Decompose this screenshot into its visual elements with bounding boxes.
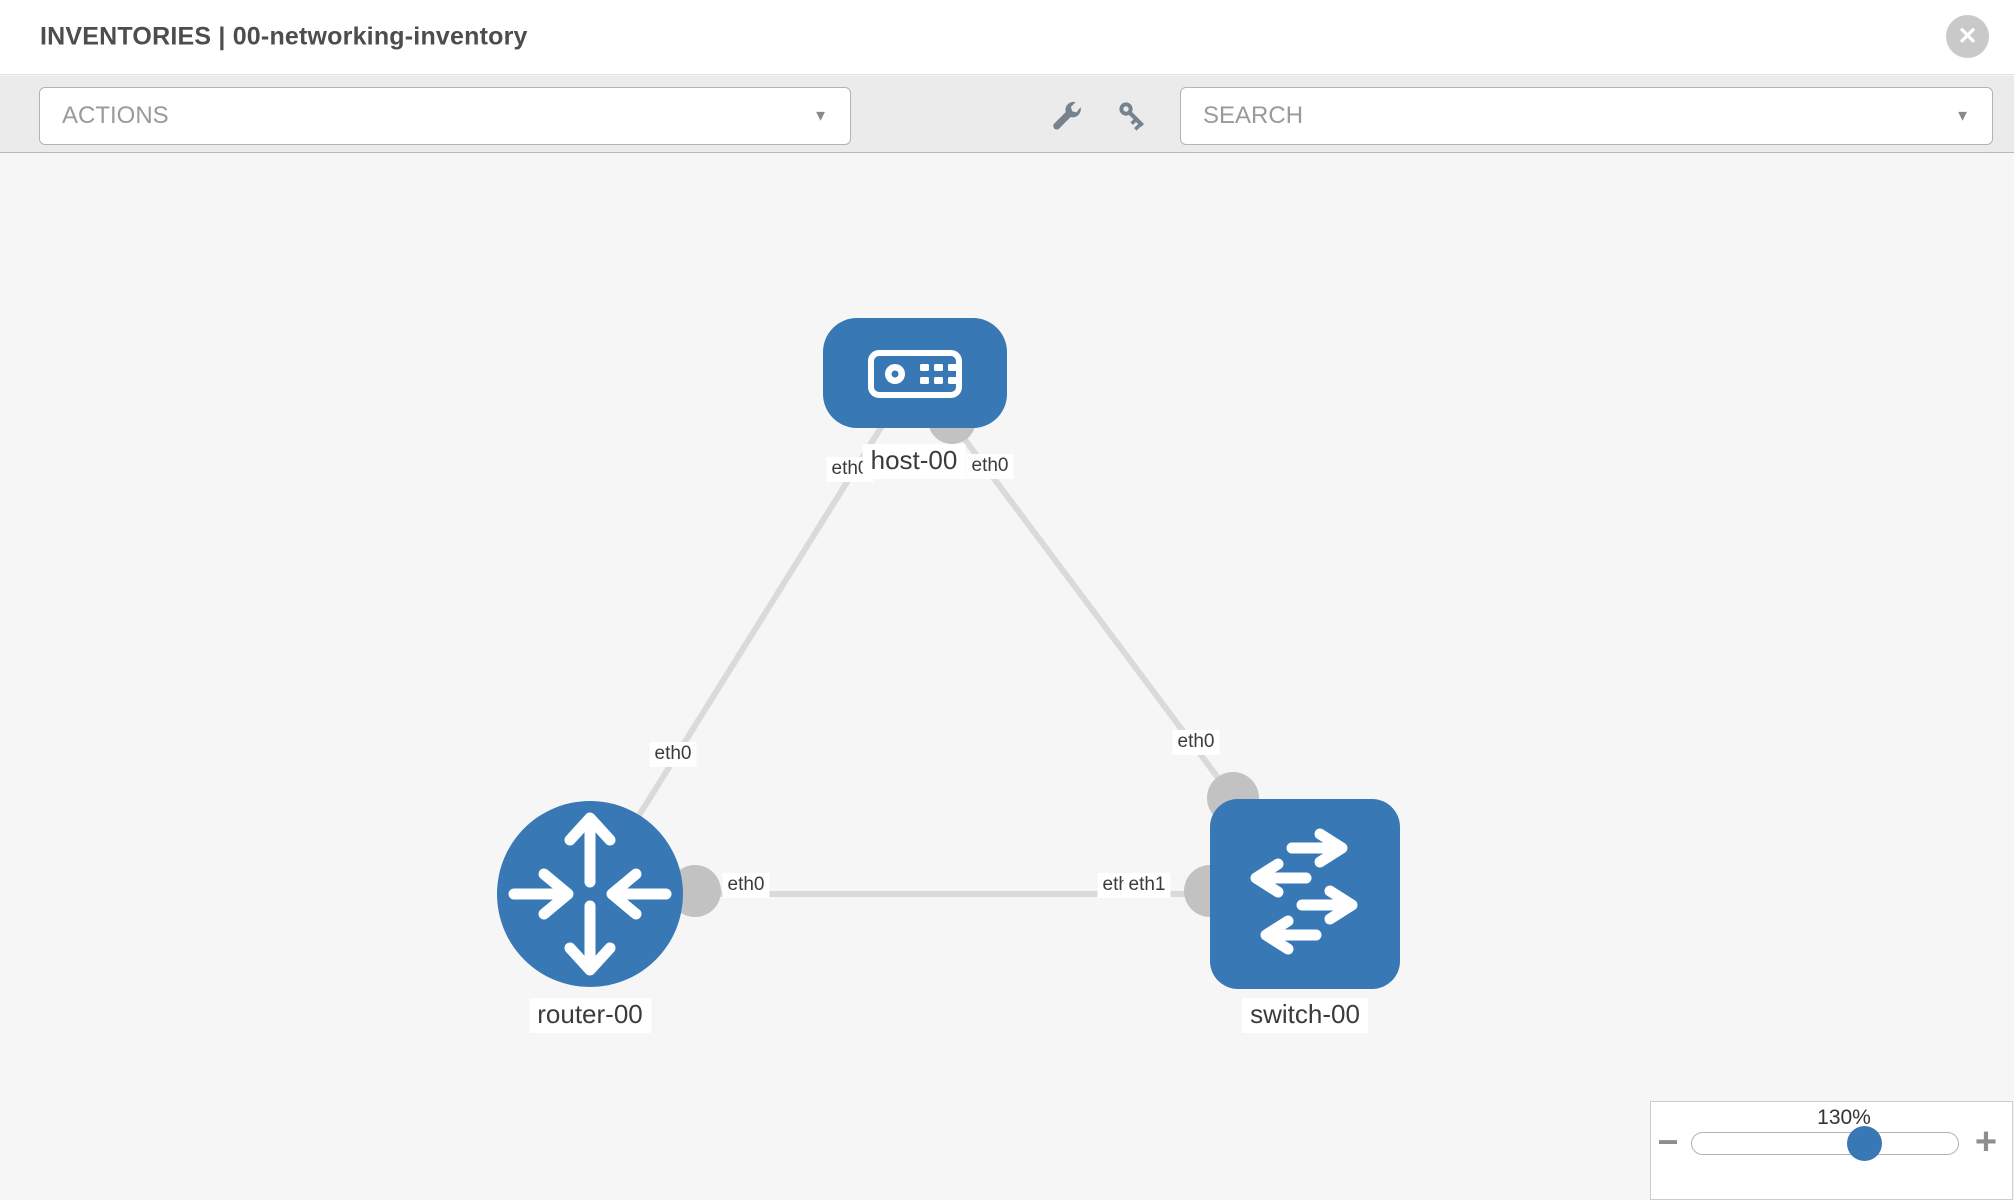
chevron-down-icon: ▼ bbox=[1955, 107, 1970, 125]
wrench-icon[interactable] bbox=[1048, 98, 1084, 134]
zoom-level-text: 130% bbox=[1817, 1106, 1871, 1129]
interface-label: eth1 bbox=[1123, 873, 1171, 898]
interface-label: eth0 bbox=[649, 742, 697, 767]
zoom-slider-track[interactable] bbox=[1691, 1126, 1959, 1161]
node-host-00[interactable] bbox=[823, 318, 1007, 428]
toolbar: ACTIONS ▼ SEARCH ▼ bbox=[0, 76, 2014, 153]
zoom-out-button[interactable]: − bbox=[1657, 1121, 1679, 1162]
node-label-switch: switch-00 bbox=[1242, 998, 1368, 1033]
interface-label: eth0 bbox=[966, 454, 1014, 479]
router-arrows-icon bbox=[508, 812, 672, 976]
zoom-in-button[interactable]: + bbox=[1974, 1121, 1998, 1163]
close-icon[interactable]: ✕ bbox=[1946, 15, 1989, 58]
host-device-icon bbox=[868, 350, 962, 398]
switch-arrows-icon bbox=[1250, 828, 1358, 955]
search-dropdown[interactable]: SEARCH ▼ bbox=[1180, 87, 1993, 145]
topology-canvas[interactable]: eth0 eth0 eth0 eth0 eth0 eth0 eth1 host-… bbox=[0, 154, 2014, 1200]
interface-label: eth0 bbox=[1172, 730, 1220, 755]
search-dropdown-label: SEARCH bbox=[1203, 102, 1304, 129]
actions-dropdown-label: ACTIONS bbox=[62, 102, 169, 129]
window-header: INVENTORIES | 00-networking-inventory ✕ bbox=[0, 0, 2014, 75]
node-label-router: router-00 bbox=[529, 998, 651, 1033]
node-router-00[interactable] bbox=[497, 801, 683, 987]
page-title: INVENTORIES | 00-networking-inventory bbox=[40, 22, 528, 51]
chevron-down-icon: ▼ bbox=[813, 107, 828, 125]
zoom-slider-thumb[interactable] bbox=[1846, 1126, 1882, 1161]
actions-dropdown[interactable]: ACTIONS ▼ bbox=[39, 87, 851, 145]
node-label-host: host-00 bbox=[862, 444, 966, 479]
node-switch-00[interactable] bbox=[1210, 799, 1400, 989]
close-glyph: ✕ bbox=[1957, 22, 1978, 50]
key-icon[interactable] bbox=[1115, 98, 1151, 134]
interface-label: eth0 bbox=[722, 873, 770, 898]
zoom-panel: 130% − + bbox=[1650, 1101, 2013, 1200]
